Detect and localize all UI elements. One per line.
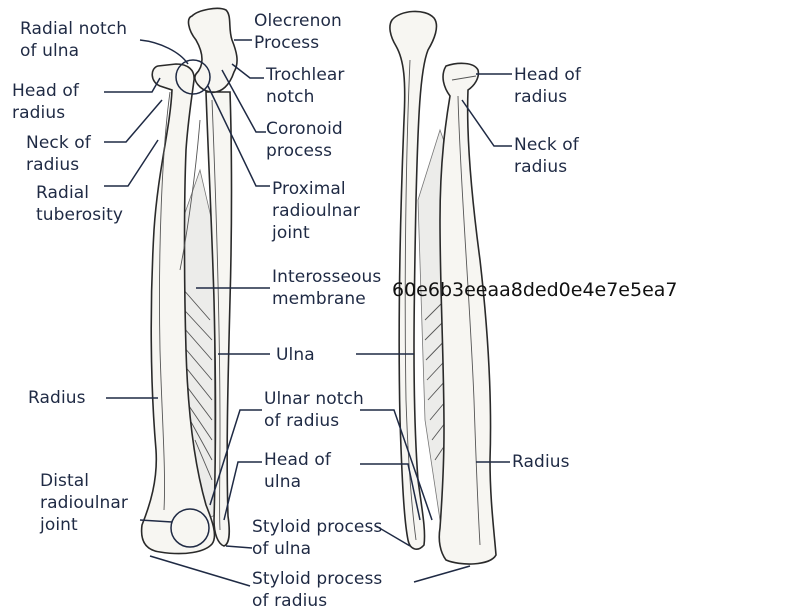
label-styloid-process-of-ulna: Styloid process of ulna	[252, 517, 388, 559]
label-head-of-radius-right: Head of radius	[514, 65, 586, 107]
label-interosseous-membrane: Interosseous membrane	[272, 267, 387, 309]
label-olecrenon-process: Olecrenon Process	[254, 11, 347, 53]
label-trochlear-notch: Trochlear notch	[265, 65, 350, 107]
label-radius-left: Radius	[28, 388, 86, 408]
label-ulnar-notch-of-radius: Ulnar notch of radius	[264, 389, 369, 431]
anterior-view	[142, 8, 237, 553]
label-head-of-ulna: Head of ulna	[264, 450, 336, 492]
label-proximal-radioulnar-joint: Proximal radioulnar joint	[271, 179, 366, 243]
label-radius-right: Radius	[512, 452, 570, 472]
watermark-hash: 60e6b3eeaa8ded0e4e7e5ea7	[392, 279, 678, 301]
label-neck-of-radius-left: Neck of radius	[26, 133, 96, 175]
label-coronoid-process: Coronoid process	[266, 119, 348, 161]
label-radial-tuberosity: Radial tuberosity	[36, 183, 123, 225]
label-ulna: Ulna	[276, 345, 315, 365]
label-head-of-radius-left: Head of radius	[12, 81, 84, 123]
radius-bone-right	[439, 63, 496, 564]
label-styloid-process-of-radius: Styloid process of radius	[252, 569, 388, 611]
label-distal-radioulnar-joint: Distal radioulnar joint	[39, 471, 134, 535]
label-neck-of-radius-right: Neck of radius	[514, 135, 584, 177]
label-radial-notch-of-ulna: Radial notch of ulna	[20, 19, 133, 61]
